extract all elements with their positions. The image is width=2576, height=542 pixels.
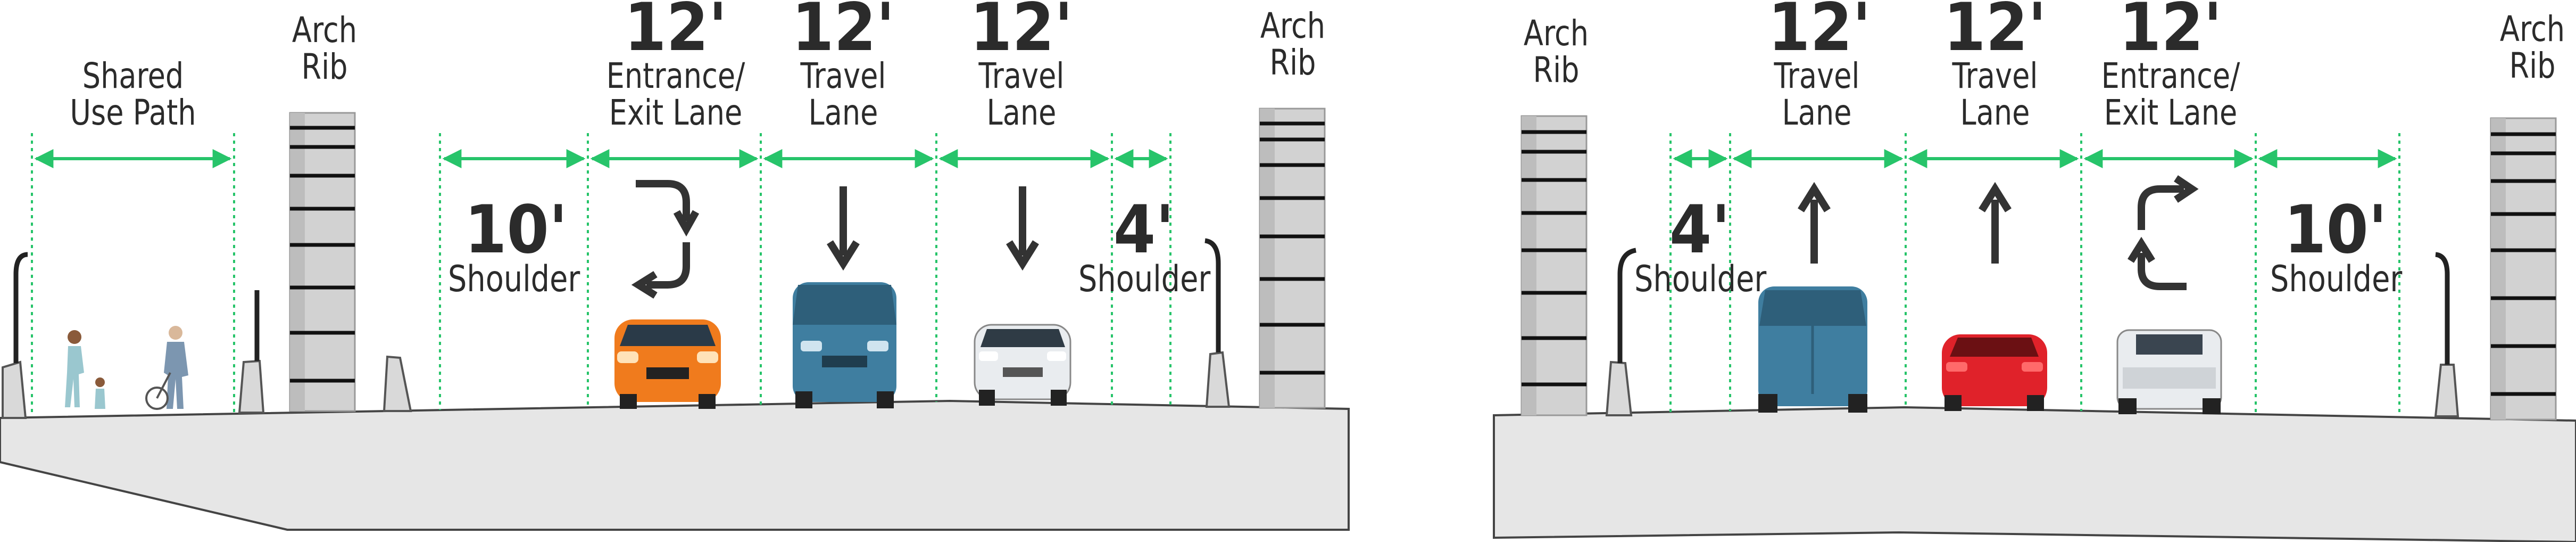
right-barriers xyxy=(1605,360,2459,417)
right-bridge-section xyxy=(1493,115,2576,542)
right-deck xyxy=(1493,406,2576,542)
orange-car-icon xyxy=(614,319,721,409)
shoulder-width-label: 4' xyxy=(1113,192,1175,268)
shoulder-label: Shoulder xyxy=(448,258,580,300)
arch-rib-label: Arch Rib xyxy=(1523,13,1589,91)
right-lane-arrows xyxy=(1798,175,2199,290)
lane-width-label: 12' xyxy=(2119,0,2222,66)
right-dimension-guides xyxy=(1669,133,2400,415)
arch-rib-label: Arch Rib xyxy=(2499,9,2565,87)
lane-width-label: 12' xyxy=(792,0,895,66)
shoulder-label: Shoulder xyxy=(2270,258,2403,300)
blue-van-icon xyxy=(793,282,896,408)
left-arch-rib-2 xyxy=(1259,108,1326,409)
lane-label: Entrance/ Exit Lane xyxy=(606,55,745,134)
left-dimension-guides xyxy=(31,133,1171,415)
left-light-poles xyxy=(13,238,1221,363)
shoulder-width-label: 4' xyxy=(1669,192,1731,268)
lane-width-label: 12' xyxy=(1943,0,2047,66)
curved-arrow-icon xyxy=(636,180,690,221)
white-pickup-icon xyxy=(2116,329,2222,414)
shoulder-label: Shoulder xyxy=(1634,258,1767,300)
shoulder-label: Shoulder xyxy=(1078,258,1211,300)
left-bridge-section xyxy=(0,108,1350,531)
lane-width-label: 12' xyxy=(970,0,1073,66)
shoulder-width-label: 10' xyxy=(464,192,568,268)
curved-arrow-icon xyxy=(2138,253,2187,290)
blue-van-icon xyxy=(1758,286,1867,413)
lane-label: Travel Lane xyxy=(800,55,886,134)
right-light-poles xyxy=(1617,248,2450,365)
shoulder-width-label: 10' xyxy=(2284,192,2387,268)
pedestrians-icon xyxy=(65,326,188,410)
right-arch-rib-1 xyxy=(1520,115,1588,416)
red-car-icon xyxy=(1942,334,2047,411)
lane-label: Entrance/ Exit Lane xyxy=(2101,55,2240,134)
arch-rib-label: Arch Rib xyxy=(292,10,358,88)
lane-label: Travel Lane xyxy=(978,55,1065,134)
lane-label: Travel Lane xyxy=(1774,55,1860,134)
shared-use-path-label: Shared Use Path xyxy=(70,55,196,134)
lane-width-label: 12' xyxy=(1768,0,1871,66)
left-barriers xyxy=(2,351,1231,419)
arch-rib-label: Arch Rib xyxy=(1260,5,1326,84)
left-arch-rib-1 xyxy=(289,112,356,412)
lane-label: Travel Lane xyxy=(1952,55,2038,134)
left-deck xyxy=(0,399,1350,531)
right-arch-rib-2 xyxy=(2490,117,2557,421)
lane-width-label: 12' xyxy=(624,0,727,66)
left-lane-arrows xyxy=(631,180,1039,299)
white-car-icon xyxy=(974,324,1071,406)
